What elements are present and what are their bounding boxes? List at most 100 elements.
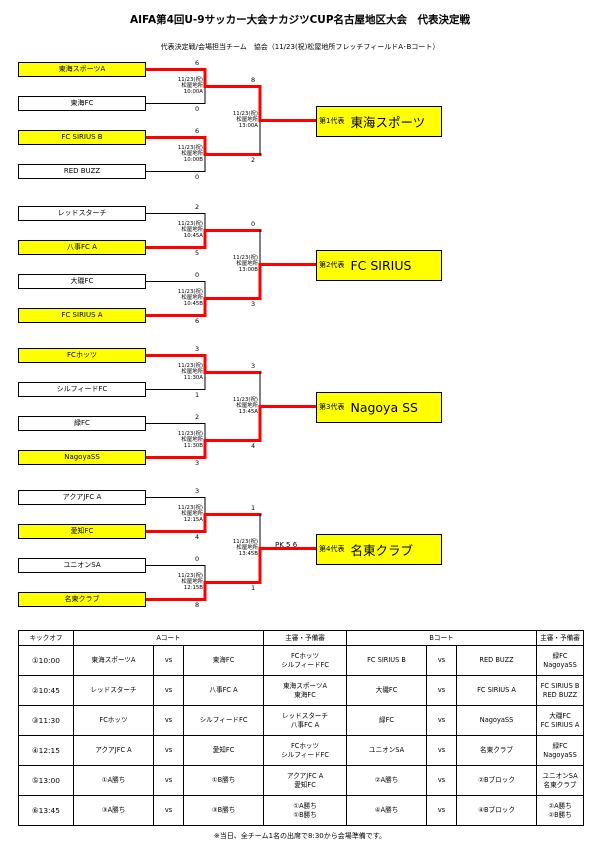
referee-team: レッドスターチ	[281, 711, 329, 720]
a-away-team: シルフィードFC	[182, 705, 265, 736]
b-away-team: FC SIRIUS A	[456, 675, 538, 706]
a-referee: レッドスターチ八事FC A	[263, 705, 348, 736]
final-time: 13:00B	[238, 266, 258, 273]
referee-team: アクアJFC A	[286, 771, 324, 780]
match-venue: 松屋地所	[181, 150, 203, 157]
representative-label: 第1代表	[319, 117, 345, 125]
referee-team: FCホッツ	[290, 741, 320, 750]
kickoff-cell: ②10:45	[18, 675, 74, 706]
referee-team: 八事FC A	[290, 720, 320, 729]
final-score-top: 3	[251, 361, 256, 370]
final-time: 13:45A	[238, 408, 258, 415]
match-venue: 松屋地所	[181, 368, 203, 375]
match-venue: 松屋地所	[181, 436, 203, 443]
match-venue: 松屋地所	[181, 294, 203, 301]
b-home-team: 大磯FC	[346, 675, 428, 706]
match-date: 11/23(祝)	[177, 504, 203, 511]
team-score: 0	[195, 554, 200, 563]
representative-team-name: 東海スポーツ	[350, 114, 426, 130]
match-date: 11/23(祝)	[177, 572, 203, 579]
a-referee: FCホッツシルフィードFC	[263, 735, 348, 766]
kickoff-cell: ①10:00	[18, 645, 74, 676]
a-away-team: ③B勝ち	[182, 795, 265, 826]
bracket-lines	[144, 68, 318, 601]
footer-note: ※当日、全チーム1名の出席で8:30から会場準備です。	[213, 832, 387, 840]
header-b-referee: 主審・予備審	[536, 630, 585, 646]
referee-team: NagoyaSS	[543, 660, 577, 669]
header-a-referee: 主審・予備審	[263, 630, 348, 646]
match-time: 10:45A	[183, 232, 203, 239]
representative-box: 第1代表東海スポーツ	[316, 105, 442, 137]
representative-team-name: 名東クラブ	[350, 542, 413, 558]
team-box: 愛知FC	[18, 524, 146, 539]
team-score: 6	[195, 316, 200, 325]
team-score: 0	[195, 172, 200, 181]
a-vs: vs	[153, 765, 184, 796]
referee-team: 東海スポーツA	[283, 681, 327, 690]
final-venue: 松屋地所	[236, 260, 258, 267]
kickoff-cell: ⑤13:00	[18, 765, 74, 796]
b-away-team: ④Bブロック	[456, 795, 538, 826]
match-time: 11:30B	[183, 442, 203, 449]
a-vs: vs	[153, 675, 184, 706]
referee-team: FC SIRIUS A	[540, 720, 580, 729]
representative-label: 第3代表	[319, 403, 345, 411]
final-date: 11/23(祝)	[232, 396, 258, 403]
a-vs: vs	[153, 645, 184, 676]
team-score: 3	[195, 458, 200, 467]
team-score: 6	[195, 58, 200, 67]
team-score: 2	[195, 202, 200, 211]
a-home-team: ③A勝ち	[73, 795, 154, 826]
final-time: 13:45B	[238, 550, 258, 557]
team-box: 名東クラブ	[18, 592, 146, 607]
referee-team: FCホッツ	[290, 651, 320, 660]
team-box: FC SIRIUS B	[18, 130, 146, 145]
match-venue: 松屋地所	[181, 578, 203, 585]
team-box: RED BUZZ	[18, 164, 146, 179]
match-date: 11/23(祝)	[177, 362, 203, 369]
b-away-team: RED BUZZ	[456, 645, 538, 676]
b-home-team: ユニオンSA	[346, 735, 428, 766]
representative-team-name: Nagoya SS	[350, 399, 418, 415]
referee-team: RED BUZZ	[542, 690, 578, 699]
referee-team: 愛知FC	[294, 780, 316, 789]
referee-team: 緑FC	[552, 651, 568, 660]
team-score: 0	[195, 104, 200, 113]
a-home-team: レッドスターチ	[73, 675, 154, 706]
page-title: AIFA第4回U-9サッカー大会ナカジツCUP名古屋地区大会 代表決定戦	[129, 14, 471, 26]
team-score: 3	[195, 486, 200, 495]
match-date: 11/23(祝)	[177, 220, 203, 227]
match-date: 11/23(祝)	[177, 76, 203, 83]
header-b-court: Bコート	[346, 630, 538, 646]
a-home-team: ①A勝ち	[73, 765, 154, 796]
representative-label: 第2代表	[319, 261, 345, 269]
b-home-team: FC SIRIUS B	[346, 645, 428, 676]
kickoff-cell: ⑥13:45	[18, 795, 74, 826]
final-venue: 松屋地所	[236, 116, 258, 123]
team-score: 3	[195, 344, 200, 353]
team-box: 大磯FC	[18, 274, 146, 289]
a-vs: vs	[153, 795, 184, 826]
b-vs: vs	[426, 795, 458, 826]
b-away-team: 名東クラブ	[456, 735, 538, 766]
kickoff-cell: ③11:30	[18, 705, 74, 736]
match-time: 10:00B	[183, 156, 203, 163]
match-venue: 松屋地所	[181, 510, 203, 517]
match-time: 12:15A	[183, 516, 203, 523]
